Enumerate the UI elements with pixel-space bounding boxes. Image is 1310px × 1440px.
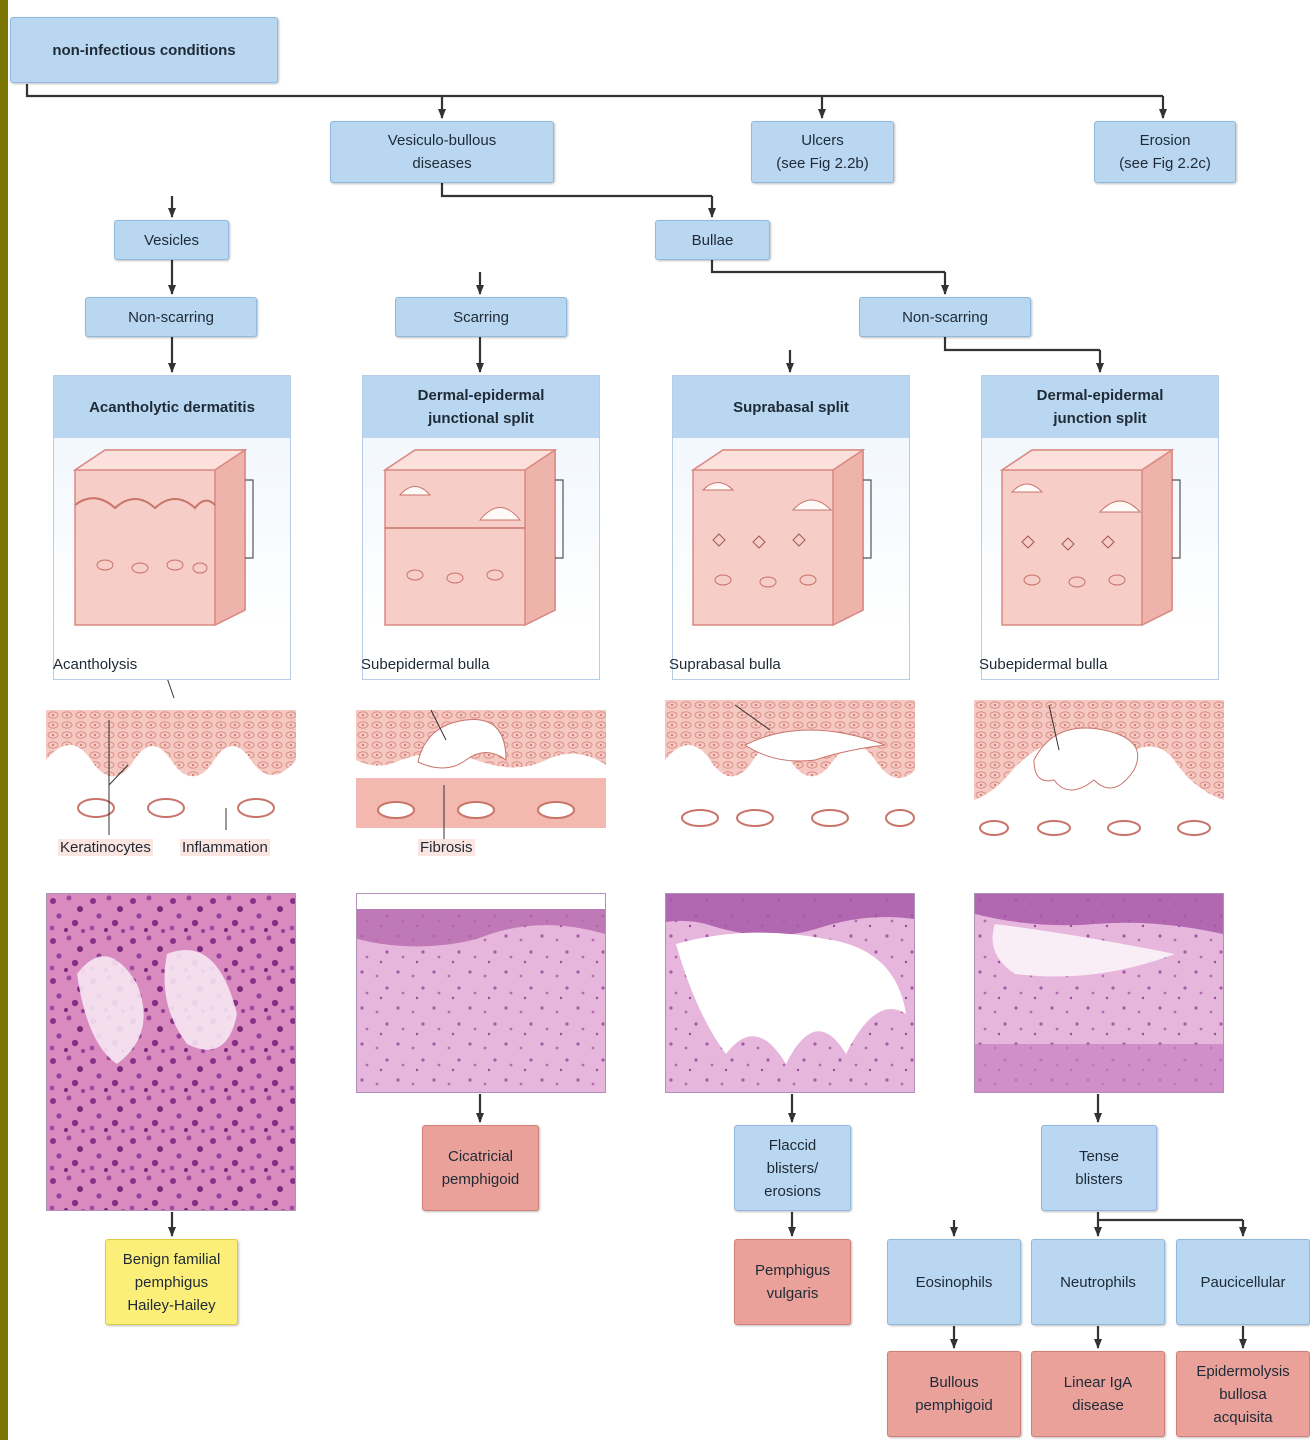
- subtype-paucicellular: Paucicellular: [1176, 1239, 1310, 1325]
- label-fibrosis: Fibrosis: [418, 839, 475, 856]
- panel-heading: Suprabasal split: [673, 376, 909, 438]
- ulcers-node: Ulcers (see Fig 2.2b): [751, 121, 894, 183]
- histology-image-junction-split: [974, 893, 1224, 1093]
- subtype-eosinophils: Eosinophils: [887, 1239, 1021, 1325]
- scarring-node: Scarring: [395, 297, 567, 337]
- panel-heading: Acantholytic dermatitis: [54, 376, 290, 438]
- clinical-tense-blisters: Tense blisters: [1041, 1125, 1157, 1211]
- non-scarring-vesicles-node: Non-scarring: [85, 297, 257, 337]
- label-subepidermal-bulla: Subepidermal bulla: [979, 656, 1107, 673]
- vesicles-node: Vesicles: [114, 220, 229, 260]
- panel-dermal-epidermal-junction-split: Dermal-epidermal junction split: [981, 375, 1219, 680]
- vesiculo-bullous-node: Vesiculo-bullous diseases: [330, 121, 554, 183]
- histology-image-junctional: [356, 893, 606, 1093]
- label-subepidermal-bulla: Subepidermal bulla: [361, 656, 489, 673]
- non-scarring-bullae-node: Non-scarring: [859, 297, 1031, 337]
- label-inflammation: Inflammation: [180, 839, 270, 856]
- outcome-epidermolysis-bullosa-acquisita: Epidermolysis bullosa acquisita: [1176, 1351, 1310, 1437]
- histology-image-suprabasal: [665, 893, 915, 1093]
- outcome-pemphigus-vulgaris: Pemphigus vulgaris: [734, 1239, 851, 1325]
- bullae-node: Bullae: [655, 220, 770, 260]
- panel-dermal-epidermal-junctional-split: Dermal-epidermal junctional split: [362, 375, 600, 680]
- cross-section-drawings: [46, 675, 1224, 840]
- root-node: non-infectious conditions: [10, 17, 278, 83]
- outcome-hailey-hailey: Benign familial pemphigus Hailey-Hailey: [105, 1239, 238, 1325]
- subtype-neutrophils: Neutrophils: [1031, 1239, 1165, 1325]
- clinical-flaccid-blisters: Flaccid blisters/ erosions: [734, 1125, 851, 1211]
- outcome-cicatricial-pemphigoid: Cicatricial pemphigoid: [422, 1125, 539, 1211]
- panel-heading: Dermal-epidermal junctional split: [363, 376, 599, 438]
- erosion-node: Erosion (see Fig 2.2c): [1094, 121, 1236, 183]
- panel-acantholytic-dermatitis: Acantholytic dermatitis: [53, 375, 291, 680]
- label-suprabasal-bulla: Suprabasal bulla: [669, 656, 781, 673]
- label-acantholysis: Acantholysis: [53, 656, 137, 673]
- panel-suprabasal-split: Suprabasal split: [672, 375, 910, 680]
- outcome-bullous-pemphigoid: Bullous pemphigoid: [887, 1351, 1021, 1437]
- histology-image-acantholytic: [46, 893, 296, 1211]
- panel-heading: Dermal-epidermal junction split: [982, 376, 1218, 438]
- label-keratinocytes: Keratinocytes: [58, 839, 153, 856]
- outcome-linear-iga-disease: Linear IgA disease: [1031, 1351, 1165, 1437]
